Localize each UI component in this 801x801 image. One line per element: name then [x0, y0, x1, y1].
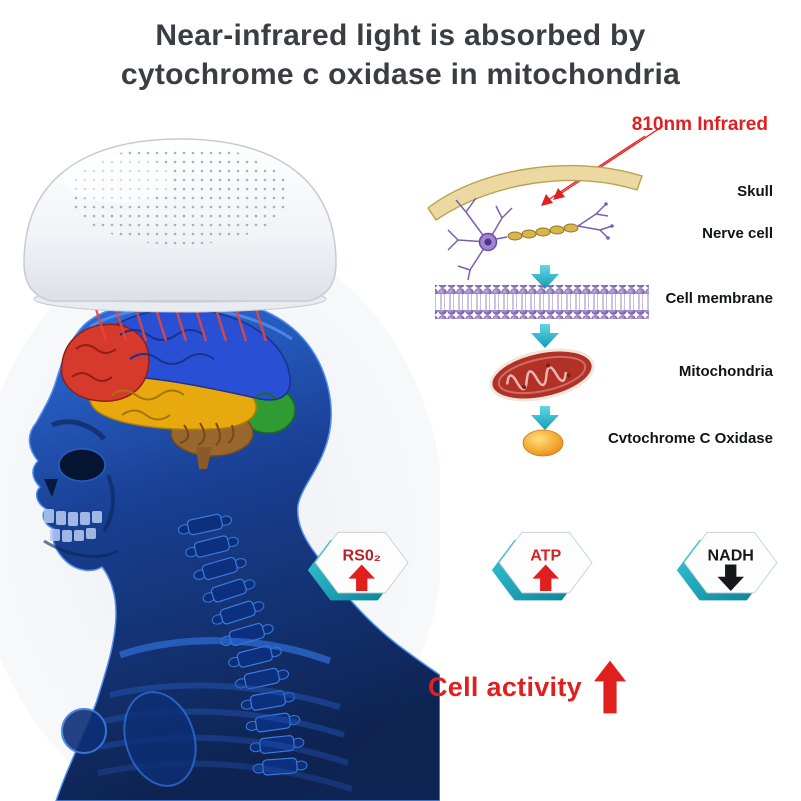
- up-arrow-icon: [348, 564, 375, 591]
- down-arrow-icon: [717, 564, 744, 591]
- helmet-device: [23, 138, 337, 313]
- badge-nadh-label: NADH: [708, 547, 754, 565]
- nasal-cavity: [44, 479, 58, 497]
- eye-socket: [59, 449, 105, 481]
- brain-gyri: [71, 329, 277, 446]
- hexagon-face: [683, 531, 778, 594]
- title-line-1: Near-infrared light is absorbed by: [155, 19, 646, 52]
- title-line-2: cytochrome c oxidase in mitochondria: [120, 58, 681, 91]
- badge-rso2-label: RS0₂: [343, 547, 381, 565]
- badge-rso2: RS0₂: [300, 521, 414, 613]
- cheek-line: [102, 474, 115, 533]
- pathway-header: 810nm Infrared: [631, 114, 768, 135]
- nerve-cell-icon: [447, 197, 614, 281]
- page-title: Near-infrared light is absorbed by cytoc…: [0, 16, 801, 94]
- red-light-rays: [94, 308, 268, 342]
- label-nerve-cell: Nerve cell: [702, 225, 773, 242]
- label-cell-membrane: Cell membrane: [665, 290, 773, 307]
- label-mitochondria: Mitochondria: [678, 363, 773, 380]
- pathway-diagram: [427, 125, 664, 457]
- label-cytochrome-c-oxidase: Cvtochrome C Oxidase: [607, 430, 773, 447]
- brain-illustration: [60, 308, 296, 469]
- myelin-sheath: [507, 223, 579, 241]
- brow-line: [50, 419, 106, 441]
- up-arrow-icon: [532, 564, 559, 591]
- badge-atp-label: ATP: [530, 547, 561, 565]
- helmet-highlight: [63, 155, 173, 203]
- cytochrome-icon: [522, 429, 564, 457]
- jaw-line: [43, 539, 119, 558]
- cell-activity-label: Cell activity: [428, 671, 582, 702]
- badge-nadh: NADH: [669, 521, 783, 613]
- brainstem: [196, 447, 212, 469]
- hexagon-face: [498, 531, 593, 594]
- down-arrow-3: [531, 406, 559, 430]
- down-arrow-2: [531, 324, 559, 348]
- cell-membrane-icon: [435, 285, 649, 319]
- badge-atp: ATP: [484, 521, 598, 613]
- teeth: [44, 509, 102, 542]
- mitochondria-icon: [489, 348, 595, 402]
- cell-activity: Cell activity: [428, 656, 626, 718]
- shoulder-ribs: [61, 637, 353, 792]
- cell-activity-up-arrow: [593, 660, 626, 714]
- hexagon-face: [314, 531, 409, 594]
- label-skull: Skull: [737, 183, 773, 200]
- skeleton-helmet-figure: [0, 138, 440, 801]
- frontal-lobe: [60, 323, 150, 402]
- skull-arc-icon: [427, 164, 643, 221]
